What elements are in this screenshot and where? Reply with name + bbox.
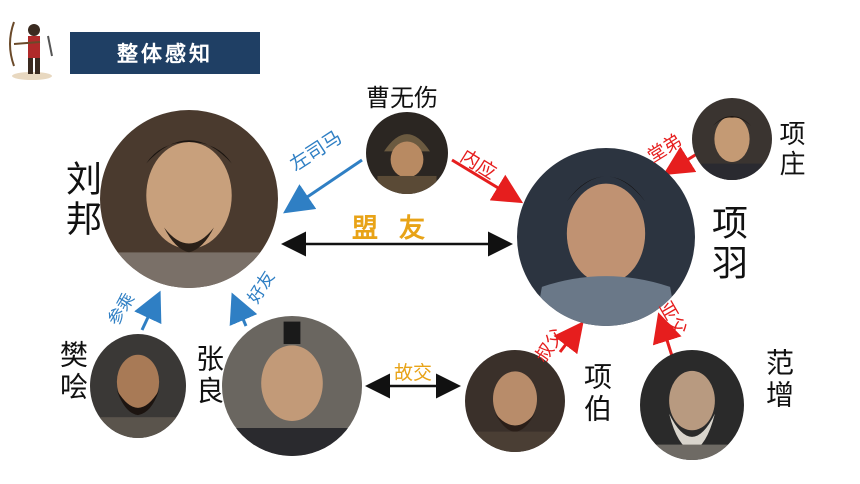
name-liubang: 刘邦 [60,160,101,240]
label-mengyou: 盟 友 [352,214,432,244]
name-caowushang: 曹无伤 [366,84,438,112]
name-xiangyu: 项羽 [706,204,747,284]
arrow-caowushang-liubang [283,158,363,214]
caowushang-portrait [366,112,448,194]
name-fankuai: 樊哙 [56,340,89,404]
arrow-caowushang-xiangyu [451,158,524,204]
name-fanzeng: 范增 [762,348,795,412]
zhangliang-portrait [222,316,362,456]
fankuai-portrait [90,334,186,438]
label-gujiao: 故交 [394,362,433,384]
liubang-portrait [100,110,278,288]
xiangyu-portrait [517,148,695,326]
name-xiangbo: 项伯 [580,362,613,426]
page-title: 整体感知 [70,32,260,74]
arrow-zhangliang-liubang [229,292,258,327]
arrow-fanzeng-xiangyu [652,312,682,357]
arrow-xiangbo-xiangyu [553,321,584,355]
xiangbo-portrait [465,350,565,452]
name-zhangliang: 张良 [192,344,225,408]
name-xiangzhuang: 项庄 [775,120,805,180]
xiangzhuang-portrait [692,98,772,180]
fanzeng-portrait [640,350,744,460]
archer-logo-icon [4,16,60,82]
arrow-fankuai-liubang [134,290,162,331]
